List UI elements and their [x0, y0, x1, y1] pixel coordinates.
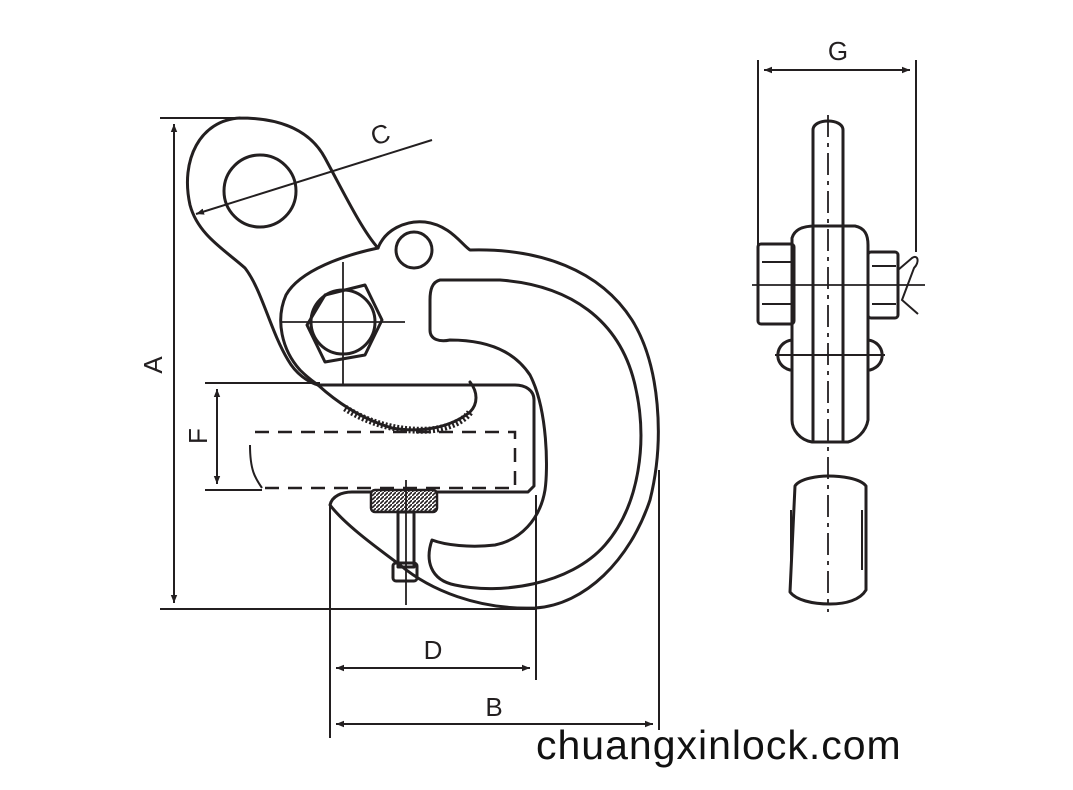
lifting-eye-hole: [222, 153, 298, 229]
cam-outline: [279, 246, 380, 387]
dimensions-front: [160, 117, 660, 738]
dimension-label-d: D: [424, 635, 443, 665]
pivot-pin-hole: [394, 230, 434, 270]
side-view: [752, 115, 925, 612]
dimension-label-a: A: [138, 356, 168, 374]
dimension-label-c: C: [367, 117, 394, 151]
clamp-body-outline: [316, 220, 660, 610]
dimension-label-g: G: [828, 36, 848, 66]
front-view: [185, 116, 660, 610]
side-pivot: [776, 338, 884, 372]
dimension-label-f: F: [183, 428, 213, 444]
side-jaw: [788, 474, 868, 606]
plate-dashed-outline: [255, 430, 517, 490]
side-pin-head: [756, 242, 796, 326]
thumb-knob: [369, 488, 439, 514]
cam-teeth: [343, 405, 473, 434]
hex-nut: [305, 283, 384, 364]
side-body: [790, 224, 870, 444]
cotter-pin: [897, 256, 919, 315]
dimension-label-b: B: [485, 692, 502, 722]
screw-nut: [391, 561, 419, 583]
clamp-body-inner: [427, 278, 643, 591]
dimensions-side: [757, 60, 917, 252]
watermark-text: chuangxinlock.com: [536, 722, 902, 768]
lifting-eye-arm: [185, 116, 380, 387]
